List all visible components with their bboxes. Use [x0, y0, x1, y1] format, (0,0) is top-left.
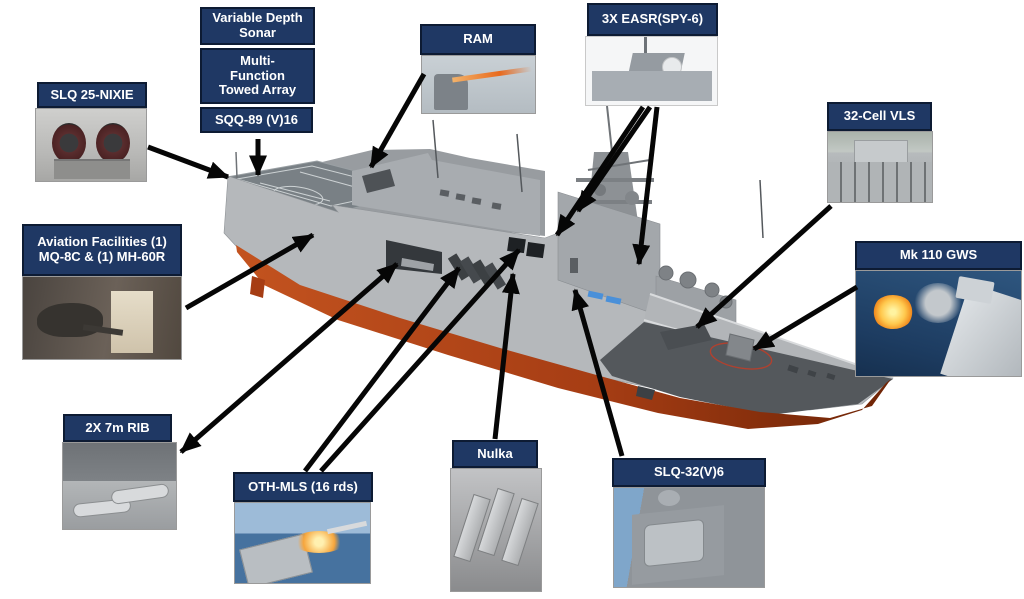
hangar-roof-structures — [352, 119, 764, 239]
photo-aviation-facilities — [22, 276, 182, 360]
label-slq-32-v6: SLQ-32(V)6 — [612, 458, 766, 487]
destroyer-mast — [644, 37, 647, 61]
rib-bay-wall — [63, 443, 176, 481]
photo-nulka — [450, 468, 542, 592]
vls-hatch — [660, 324, 712, 350]
photo-mk-110-gws — [855, 270, 1022, 377]
launch-flame — [293, 531, 345, 553]
decoy-box — [507, 236, 526, 254]
photo-oth-mls — [234, 502, 371, 584]
label-oth-mls-16-rds: OTH-MLS (16 rds) — [233, 472, 373, 502]
mk110-gun-mount — [725, 333, 755, 362]
decoy-box — [526, 241, 545, 259]
nixie-reel-right — [96, 123, 130, 163]
vls-cell-deck — [828, 162, 932, 202]
missile-trail — [452, 66, 532, 83]
photo-32-cell-vls — [827, 131, 933, 203]
hangar-door — [111, 291, 153, 353]
label-nulka: Nulka — [452, 440, 538, 468]
label-32-cell-vls: 32-Cell VLS — [827, 102, 932, 131]
label-2x-7m-rib: 2X 7m RIB — [63, 414, 172, 442]
foredeck-equipment — [660, 324, 836, 381]
slq32-antenna-panel — [644, 518, 704, 568]
stabilizer-fin — [636, 386, 655, 400]
gun-smoke — [914, 283, 962, 323]
photo-slq-32-v6 — [613, 487, 765, 588]
muzzle-flash — [872, 295, 914, 329]
vls-superstructure — [854, 140, 908, 164]
photo-2x-7m-rib — [62, 442, 177, 530]
helicopter — [37, 303, 103, 337]
label-mk-110-gws: Mk 110 GWS — [855, 241, 1022, 270]
nixie-reel-left — [52, 123, 86, 163]
label-slq-25-nixie: SLQ 25-NIXIE — [37, 82, 147, 108]
label-multi-function-towed-array: Multi-Function Towed Array — [200, 48, 315, 104]
label-aviation-facilities: Aviation Facilities (1) MQ-8C & (1) MH-6… — [22, 224, 182, 276]
destroyer-hull — [592, 71, 712, 101]
ram-launcher-mount — [362, 169, 395, 193]
rib-boat — [110, 483, 170, 505]
photo-ram — [421, 55, 536, 114]
label-variable-depth-sonar: Variable Depth Sonar — [200, 7, 315, 45]
slq32-dome — [658, 490, 680, 506]
label-ram: RAM — [420, 24, 536, 55]
photo-3x-easr-spy-6 — [585, 36, 718, 106]
nixie-winch-base — [54, 159, 130, 179]
photo-slq-25-nixie — [35, 108, 147, 182]
label-sqq-89-v16: SQQ-89 (V)16 — [200, 107, 313, 133]
missile — [326, 520, 368, 535]
label-3x-easr-spy-6: 3X EASR(SPY-6) — [587, 3, 718, 36]
